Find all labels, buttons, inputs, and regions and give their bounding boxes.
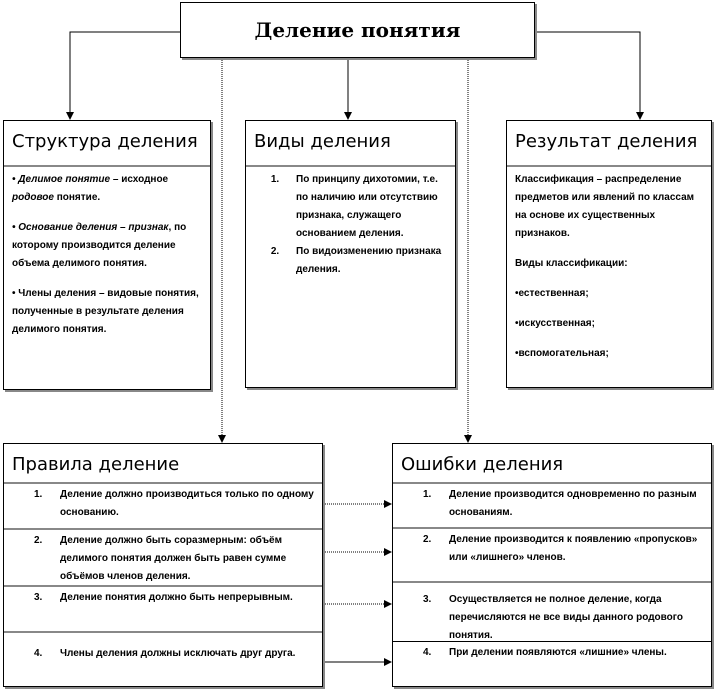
kinds-item: По видоизменению признака деления. bbox=[282, 243, 447, 279]
rules-heading: Правила деление bbox=[4, 444, 322, 484]
kinds-item: По принципу дихотомии, т.е. по наличию и… bbox=[282, 171, 447, 243]
rule-row: 3.Деление понятия должно быть непрерывны… bbox=[4, 587, 322, 633]
structure-item: • Члены деления – видовые понятия, получ… bbox=[12, 288, 199, 335]
classification-type: •искусственная; bbox=[515, 318, 595, 329]
result-box: Результат деления Классификация – распре… bbox=[506, 120, 712, 388]
errors-box: Ошибки деления 1.Деление производится од… bbox=[392, 443, 712, 687]
arrow-to-structure bbox=[66, 31, 180, 120]
classification-definition: Классификация – распределение предметов … bbox=[515, 174, 695, 239]
result-heading: Результат деления bbox=[507, 121, 711, 167]
rule-row: 1.Деление должно производиться только по… bbox=[4, 484, 322, 530]
classification-type: •вспомогательная; bbox=[515, 348, 609, 359]
root-concept: Деление понятия bbox=[180, 2, 535, 58]
error-row: 3.Осуществляется не полное деление, когд… bbox=[393, 583, 711, 642]
errors-heading: Ошибки деления bbox=[393, 444, 711, 484]
error-row: 2.Деление производится к появлению «проп… bbox=[393, 529, 711, 583]
classification-types-label: Виды классификации: bbox=[515, 258, 628, 269]
rule-row: 2.Деление должно быть соразмерным: объём… bbox=[4, 530, 322, 587]
classification-type: •естественная; bbox=[515, 288, 589, 299]
arrow-to-result bbox=[535, 31, 644, 120]
error-row: 1.Деление производится одновременно по р… bbox=[393, 484, 711, 529]
structure-heading: Структура деления bbox=[4, 121, 210, 167]
structure-box: Структура деления • Делимое понятие – ис… bbox=[3, 120, 211, 390]
rules-box: Правила деление 1.Деление должно произво… bbox=[3, 443, 323, 687]
structure-item: • Основание деления – признак, по которо… bbox=[12, 222, 187, 269]
kinds-heading: Виды деления bbox=[246, 121, 455, 167]
kinds-box: Виды деления По принципу дихотомии, т.е.… bbox=[245, 120, 456, 388]
structure-item: • Делимое понятие – исходное родовое пон… bbox=[12, 174, 169, 203]
error-row: 4.При делении появляются «лишние» члены. bbox=[423, 647, 667, 658]
rule-row: 4.Члены деления должны исключать друг др… bbox=[34, 648, 296, 659]
